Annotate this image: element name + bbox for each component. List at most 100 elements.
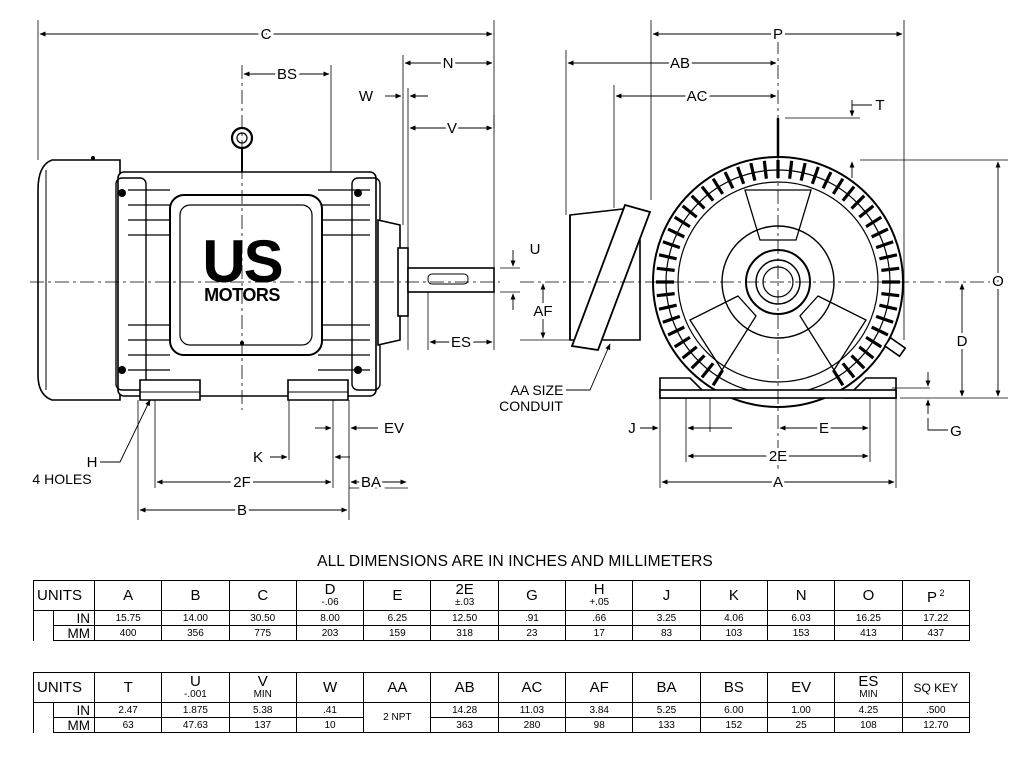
cooling-fin xyxy=(762,160,768,179)
column-header: U-.001 xyxy=(161,672,230,703)
column-header: AC xyxy=(497,672,567,703)
cooling-fin xyxy=(879,303,898,311)
table-cell: 17.22 xyxy=(901,610,971,626)
label-B: B xyxy=(237,502,247,519)
column-header: D-.06 xyxy=(295,580,365,611)
cooling-fin xyxy=(690,354,706,370)
unit-label: MM xyxy=(53,717,95,733)
cooling-fin xyxy=(788,160,794,179)
table-cell: 16.25 xyxy=(834,610,903,626)
cooling-fin xyxy=(810,166,820,185)
table-cell: 12.50 xyxy=(430,610,499,626)
table-cell: 103 xyxy=(699,625,768,641)
column-header: H+.05 xyxy=(565,580,634,611)
table-cell: 775 xyxy=(228,625,297,641)
table-cell: 153 xyxy=(766,625,836,641)
table-cell: .500 xyxy=(901,702,971,718)
label-ES: ES xyxy=(451,334,471,351)
cooling-fin xyxy=(850,194,866,210)
label-D: D xyxy=(957,333,968,350)
label-U: U xyxy=(530,241,541,258)
table-cell: 47.63 xyxy=(161,717,230,733)
table-cell: 152 xyxy=(699,717,768,733)
column-header: BA xyxy=(632,672,701,703)
column-header: C xyxy=(228,580,297,611)
table-cell: 3.25 xyxy=(632,610,701,626)
table-cell: .66 xyxy=(565,610,634,626)
column-header: J xyxy=(632,580,701,611)
label-P: P xyxy=(773,26,783,43)
column-header: P 2 xyxy=(901,580,971,611)
cooling-fin xyxy=(875,314,894,324)
table-cell: .41 xyxy=(295,702,365,718)
cooling-fin xyxy=(681,204,698,219)
label-AB: AB xyxy=(670,55,690,72)
table-cell: 3.84 xyxy=(565,702,634,718)
table-cell: 17 xyxy=(565,625,634,641)
label-aa-size: AA SIZE xyxy=(511,382,564,398)
column-header: O xyxy=(834,580,903,611)
leader-H xyxy=(100,399,151,463)
cooling-fin xyxy=(656,292,675,298)
end-extension-lines xyxy=(520,20,1008,488)
column-header: BS xyxy=(699,672,768,703)
label-T: T xyxy=(875,97,884,114)
cooling-fin xyxy=(865,215,883,229)
cooling-fin xyxy=(700,362,715,379)
table-cell: 413 xyxy=(834,625,903,641)
table-cell: 15.75 xyxy=(93,610,163,626)
column-header: N xyxy=(766,580,836,611)
column-header: E xyxy=(363,580,432,611)
cooling-fin xyxy=(831,177,845,195)
column-header: AB xyxy=(430,672,499,703)
column-header: 2E±.03 xyxy=(430,580,499,611)
cooling-fin xyxy=(711,177,725,195)
units-header: UNITS xyxy=(33,672,95,703)
unit-label: MM xyxy=(53,625,95,641)
cooling-fin xyxy=(658,253,677,261)
label-V: V xyxy=(447,120,457,137)
column-header: G xyxy=(497,580,567,611)
cooling-fin xyxy=(841,185,856,202)
table-cell: 14.28 xyxy=(430,702,499,718)
table-cell: 400 xyxy=(93,625,163,641)
table-cell: 363 xyxy=(430,717,499,733)
cooling-fin xyxy=(723,171,735,189)
table-cell: 12.70 xyxy=(901,717,971,733)
table-cell: 83 xyxy=(632,625,701,641)
table-cell: 2.47 xyxy=(93,702,163,718)
cooling-fin xyxy=(850,354,866,370)
label-G: G xyxy=(950,423,962,440)
column-header: T xyxy=(93,672,163,703)
table-cell: 10 xyxy=(295,717,365,733)
cooling-fin xyxy=(879,253,898,261)
cooling-fin xyxy=(690,194,706,210)
label-2E: 2E xyxy=(769,448,787,465)
column-header: B xyxy=(161,580,230,611)
label-2F: 2F xyxy=(233,474,251,491)
label-E: E xyxy=(819,420,829,437)
label-H: H xyxy=(87,454,98,471)
label-AC: AC xyxy=(687,88,708,105)
leader-G xyxy=(927,418,948,431)
column-header: AA xyxy=(363,672,432,703)
motor-dimension-drawing: US MOTORS xyxy=(30,20,1008,522)
side-view xyxy=(37,126,495,401)
label-AF: AF xyxy=(533,303,552,320)
label-BA: BA xyxy=(361,474,381,491)
table-cell: .91 xyxy=(497,610,567,626)
table-cell: 4.06 xyxy=(699,610,768,626)
brand-motors: MOTORS xyxy=(204,285,280,305)
table-cell: 137 xyxy=(228,717,297,733)
table-cell: 11.03 xyxy=(497,702,567,718)
cooling-fin xyxy=(871,325,889,337)
label-O: O xyxy=(992,273,1004,290)
table-cell: 25 xyxy=(766,717,836,733)
table-cell: 4.25 xyxy=(834,702,903,718)
column-header: A xyxy=(93,580,163,611)
cooling-fin xyxy=(736,166,746,185)
